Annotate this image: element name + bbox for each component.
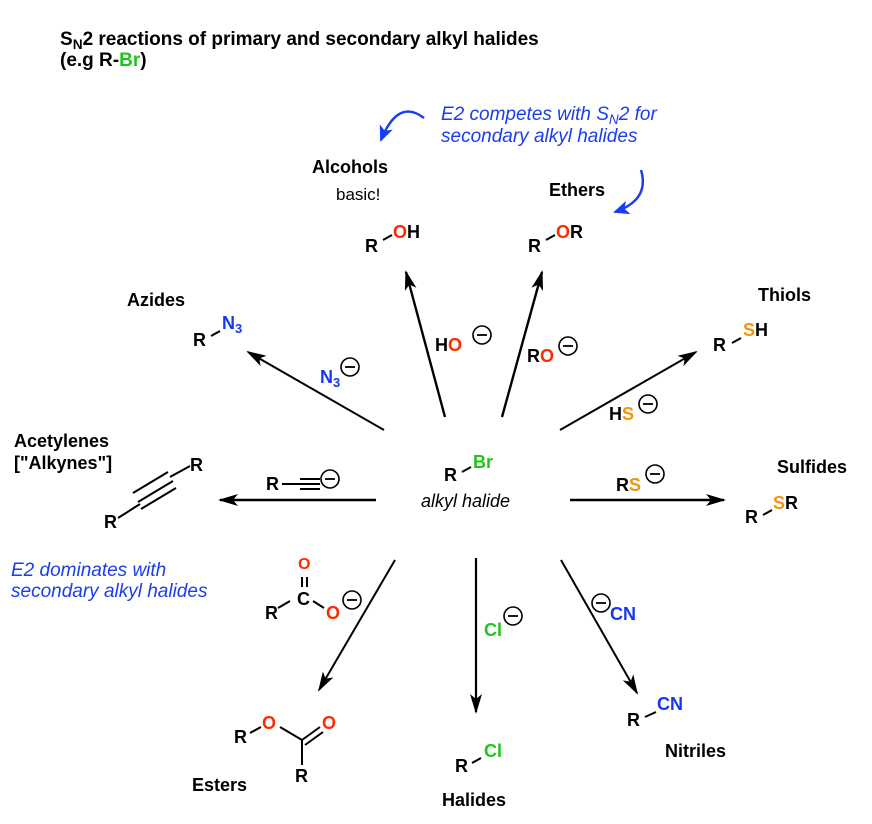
curved-arrow-to-ethers bbox=[613, 169, 644, 215]
bond-halide bbox=[471, 757, 482, 764]
bond-carboxylate-rc bbox=[277, 600, 291, 609]
reagent-azide: N3 bbox=[320, 367, 341, 390]
reagent-hydrosulfide: HS bbox=[609, 404, 635, 424]
bond-ester-double-a bbox=[301, 726, 321, 741]
reagent-hydroxide: HO bbox=[435, 335, 463, 355]
center-br: Br bbox=[473, 452, 494, 472]
alcohols-remark: basic! bbox=[336, 185, 381, 204]
acetylene-r1: R bbox=[104, 512, 117, 532]
charge-acetylide bbox=[320, 469, 340, 489]
arrow-to-ethers bbox=[500, 270, 544, 418]
bond-acetylene-r2 bbox=[169, 465, 191, 478]
product-name-halides: Halides bbox=[442, 790, 507, 810]
ester-o-double: O bbox=[322, 713, 337, 733]
charge-chloride bbox=[503, 606, 523, 626]
charge-minus-signs bbox=[325, 334, 660, 617]
reagent-carboxylate-r: R bbox=[265, 603, 278, 623]
product-name-alcohols: Alcohols bbox=[312, 157, 389, 177]
bond-acetylene-triple-b bbox=[137, 480, 174, 503]
product-name-esters: Esters bbox=[192, 775, 248, 795]
bond-ester-oc bbox=[279, 726, 303, 741]
product-name-nitriles: Nitriles bbox=[665, 741, 727, 761]
nitrile-cn: CN bbox=[657, 694, 683, 714]
reagent-thiolate: RS bbox=[616, 475, 642, 495]
arrow-to-azides bbox=[246, 351, 385, 431]
arrow-to-thiols bbox=[559, 351, 698, 431]
bond-acetylene-r1 bbox=[117, 503, 141, 519]
bond-nitrile bbox=[644, 711, 657, 718]
product-name-azides: Azides bbox=[127, 290, 186, 310]
sulfide-r: R bbox=[745, 507, 758, 527]
product-name-acetylenes: Acetylenes ["Alkynes"] bbox=[14, 431, 113, 473]
reagent-acetylide: R bbox=[266, 474, 279, 494]
bond-azide bbox=[210, 330, 221, 337]
ether-or: OR bbox=[556, 222, 584, 242]
halide-r: R bbox=[455, 756, 468, 776]
bond-ether bbox=[545, 234, 556, 241]
azide-n3: N3 bbox=[222, 313, 243, 336]
sulfide-sr: SR bbox=[773, 493, 799, 513]
reagent-chloride: Cl bbox=[484, 620, 502, 640]
charge-circles bbox=[320, 325, 665, 626]
arrow-to-nitriles bbox=[560, 559, 638, 695]
reagent-cyanide: CN bbox=[610, 604, 636, 624]
bond-acetylene-triple-c bbox=[140, 487, 177, 510]
ester-r1: R bbox=[234, 727, 247, 747]
ether-r: R bbox=[528, 236, 541, 256]
center-caption: alkyl halide bbox=[421, 491, 511, 511]
ester-o-single: O bbox=[262, 713, 277, 733]
bond-sulfide bbox=[762, 509, 773, 516]
page-title: SN2 reactions of primary and secondary a… bbox=[60, 29, 539, 53]
charge-hydroxide bbox=[472, 325, 492, 345]
bond-carboxylate-co bbox=[312, 600, 325, 609]
reagent-carboxylate-o: O bbox=[326, 603, 341, 623]
bond-ester-ro bbox=[249, 726, 262, 734]
bond-thiol bbox=[731, 337, 742, 344]
bond-ester-double-b bbox=[304, 731, 324, 746]
charge-carboxylate bbox=[342, 590, 362, 610]
charge-hydrosulfide bbox=[638, 394, 658, 414]
arrow-to-esters bbox=[317, 559, 396, 692]
thiol-r: R bbox=[713, 335, 726, 355]
arrow-to-alcohols bbox=[404, 270, 447, 418]
thiol-sh: SH bbox=[743, 320, 769, 340]
alcohol-r: R bbox=[365, 236, 378, 256]
reagent-carboxylate-c: C bbox=[297, 589, 310, 609]
charge-thiolate bbox=[645, 464, 665, 484]
product-name-sulfides: Sulfides bbox=[777, 457, 848, 477]
charge-alkoxide bbox=[558, 336, 578, 356]
charge-cyanide bbox=[591, 593, 611, 613]
center-r: R bbox=[444, 465, 457, 485]
ester-r2: R bbox=[295, 766, 308, 786]
acetylene-r2: R bbox=[190, 455, 203, 475]
bond-alcohol bbox=[382, 234, 393, 241]
azide-r: R bbox=[193, 330, 206, 350]
bond-center bbox=[461, 466, 472, 473]
alcohol-oh: OH bbox=[393, 222, 421, 242]
note-e2-dominates: E2 dominates with secondary alkyl halide… bbox=[11, 560, 208, 602]
reagent-alkoxide: RO bbox=[527, 346, 555, 366]
nitrile-r: R bbox=[627, 710, 640, 730]
bond-acetylene-triple-a bbox=[132, 471, 169, 494]
page-subtitle: (e.g R-Br) bbox=[60, 50, 147, 71]
note-e2-competes: E2 competes with SN2 for secondary alkyl… bbox=[441, 104, 657, 147]
product-name-ethers: Ethers bbox=[549, 180, 606, 200]
curved-arrow-to-alcohols bbox=[379, 110, 425, 142]
product-name-thiols: Thiols bbox=[758, 285, 811, 305]
reagent-carboxylate-o-top: O bbox=[298, 556, 311, 573]
halide-cl: Cl bbox=[484, 741, 502, 761]
charge-azide bbox=[340, 357, 360, 377]
